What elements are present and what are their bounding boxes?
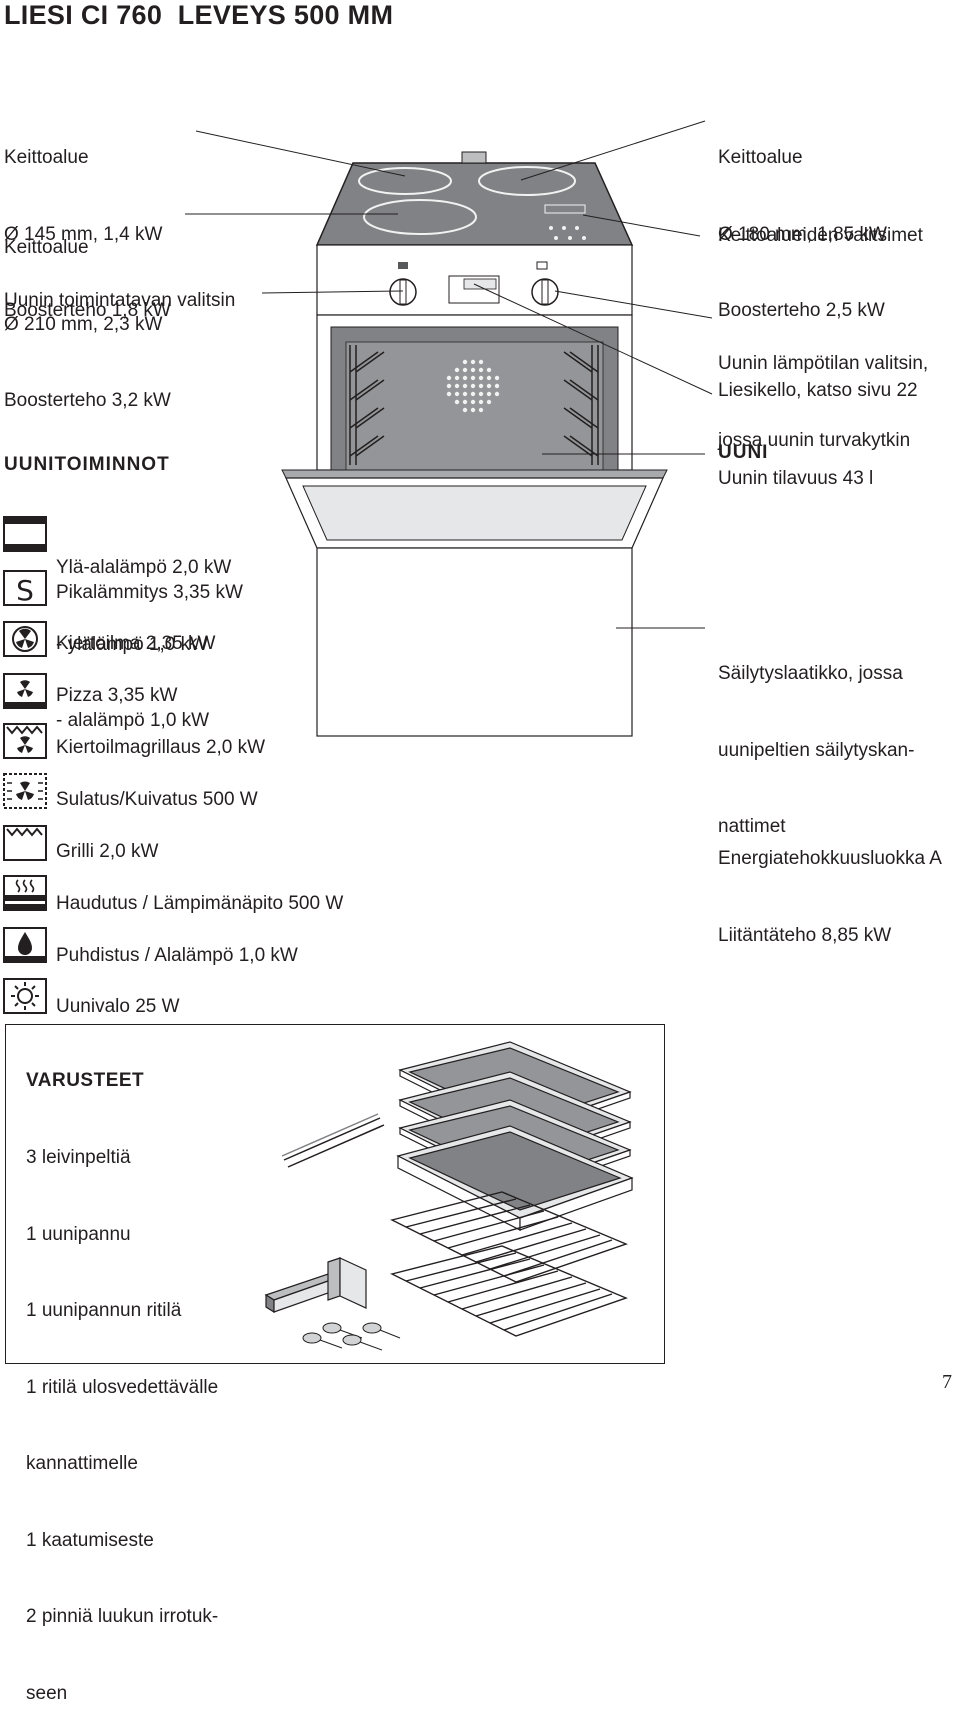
oven-light-icon <box>3 978 47 1014</box>
label-temp-selector: Uunin lämpötilan valitsin, jossa uunin t… <box>718 353 929 451</box>
accessories-box <box>5 1024 665 1364</box>
screws <box>302 1322 401 1351</box>
cooktop <box>315 151 634 246</box>
label-zone-large: Keittoalue Ø 210 mm, 2,3 kW Boosterteho … <box>4 237 171 411</box>
list-item: seen <box>26 1682 68 1704</box>
keep-warm-icon <box>3 875 47 911</box>
page-number: 7 <box>942 1371 952 1393</box>
label-zone-right: Keittoalue Ø 180 mm, 1,85 kW Boosterteho… <box>718 147 887 321</box>
label-oven-volume: Uunin tilavuus 43 l <box>718 468 874 489</box>
accessories-illustration <box>264 1041 634 1351</box>
list-item: 1 uunipannun ritilä <box>26 1300 182 1321</box>
top-bottom-heat-icon <box>3 516 47 552</box>
storage-drawer <box>316 547 633 737</box>
label-storage: Säilytyslaatikko, jossa uunipeltien säil… <box>718 663 915 837</box>
list-item: 1 kaatumiseste <box>26 1529 154 1551</box>
fan-grill-icon <box>3 723 47 759</box>
wire-racks <box>390 1191 628 1337</box>
list-item: 2 pinniä luukun irrotuk- <box>26 1606 219 1627</box>
label-function-selector: Uunin toimintatavan valitsin <box>4 290 236 311</box>
svg-text:S: S <box>16 574 34 606</box>
accessories-list: 3 leivinpeltiä 1 uunipannu 1 uunipannun … <box>26 1094 218 1732</box>
anti-tip-bracket <box>264 1257 367 1314</box>
pizza-icon <box>3 673 47 709</box>
grill-icon <box>3 825 47 861</box>
quick-heat-icon: S <box>3 570 47 606</box>
cleaning-icon <box>3 927 47 963</box>
label-zone-small: Keittoalue Ø 145 mm, 1,4 kW Boosterteho … <box>4 147 171 321</box>
oven-door <box>281 469 668 549</box>
baking-trays <box>396 1041 634 1231</box>
label-zone-selectors: Keittoalueiden valitsimet <box>718 225 923 246</box>
list-item: kannattimelle <box>26 1453 138 1474</box>
list-item: 3 leivinpeltiä <box>26 1147 131 1168</box>
list-item: 1 uunipannu <box>26 1223 131 1245</box>
oven-heading: UUNI <box>718 442 769 463</box>
defrost-icon <box>3 773 47 809</box>
accessories-heading: VARUSTEET <box>26 1070 145 1091</box>
door-pins <box>281 1113 385 1168</box>
control-panel <box>316 244 633 324</box>
oven-cavity <box>316 314 633 471</box>
oven-functions-heading: UUNITOIMINNOT <box>4 454 170 475</box>
fan-icon <box>3 621 47 657</box>
list-item: 1 ritilä ulosvedettävälle <box>26 1376 219 1398</box>
page-title: LIESI CI 760 LEVEYS 500 MM <box>4 0 394 30</box>
stove-illustration <box>185 120 713 737</box>
label-clock: Liesikello, katso sivu 22 <box>718 380 918 401</box>
label-energy: Energiatehokkuusluokka A Liitäntäteho 8,… <box>718 848 942 946</box>
leader-lines <box>185 120 713 629</box>
